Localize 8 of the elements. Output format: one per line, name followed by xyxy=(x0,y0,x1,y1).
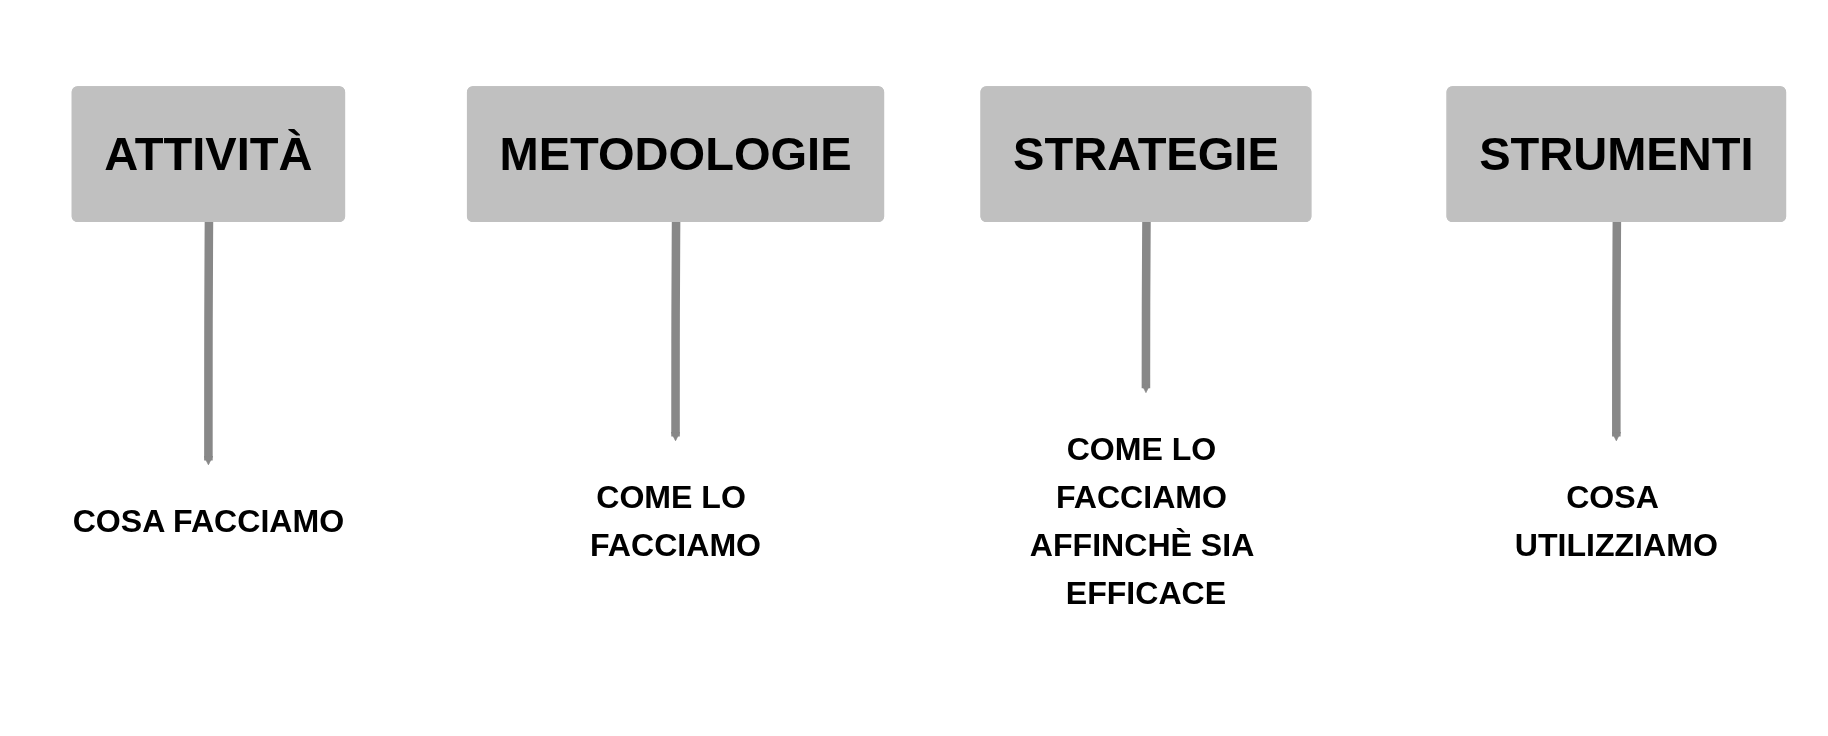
arrow xyxy=(670,222,681,442)
arrow xyxy=(203,222,214,466)
node-text: COME LO FACCIAMO xyxy=(590,479,762,563)
arrow xyxy=(1611,222,1622,442)
node-text: COME LO FACCIAMO AFFINCHÈ SIA EFFICACE xyxy=(1029,431,1254,611)
node-text: COSA FACCIAMO xyxy=(72,503,345,539)
arrow xyxy=(1141,222,1151,393)
node-text: COSA UTILIZZIAMO xyxy=(1514,479,1718,563)
